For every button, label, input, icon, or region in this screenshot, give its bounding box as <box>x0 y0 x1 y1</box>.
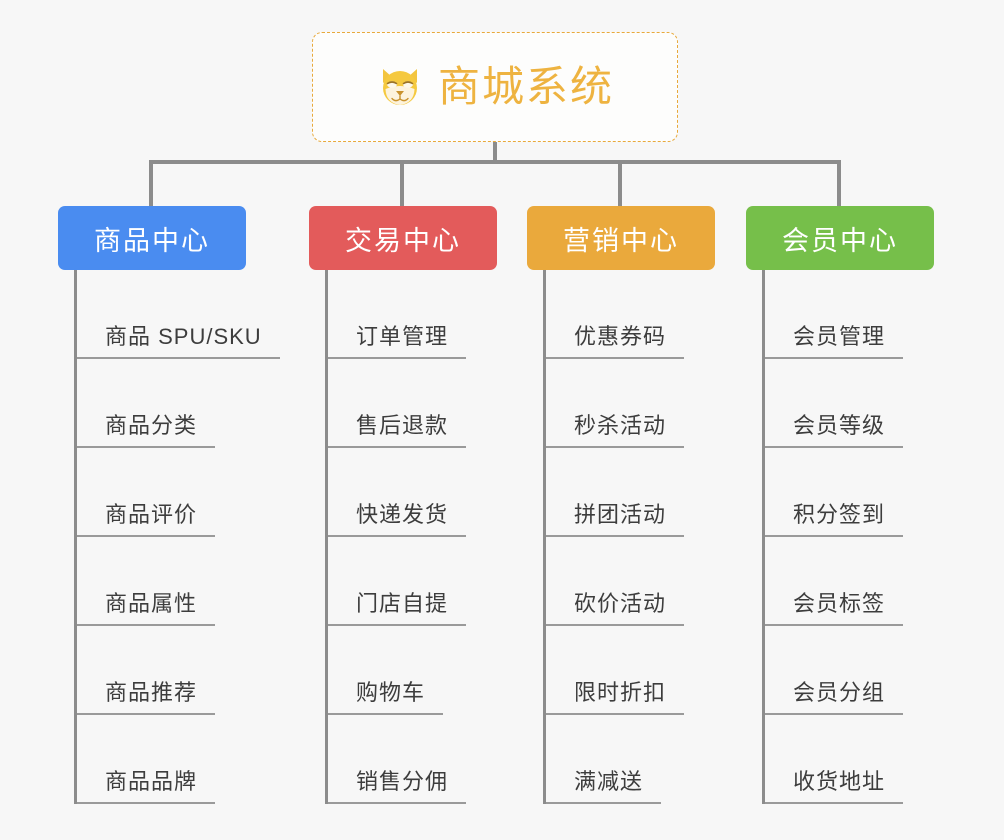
branch-title-1: 交易中心 <box>345 225 461 256</box>
sub-item-label: 秒杀活动 <box>546 415 685 448</box>
connector-drop-3 <box>837 160 841 206</box>
branch-column-0: 商品中心 商品 SPU/SKU 商品分类 商品评价 商品属性 商品推荐 商品品牌 <box>58 206 306 804</box>
list-item[interactable]: 会员标签 <box>765 537 994 626</box>
root-title: 商城系统 <box>437 63 614 110</box>
branch-items-2: 优惠券码 秒杀活动 拼团活动 砍价活动 限时折扣 满减送 <box>543 270 775 804</box>
sub-item-label: 商品评价 <box>77 504 216 537</box>
list-item[interactable]: 销售分佣 <box>328 715 557 804</box>
root-node[interactable]: 商城系统 <box>312 32 678 142</box>
sub-item-label: 订单管理 <box>328 326 467 359</box>
sub-item-label: 砍价活动 <box>546 593 685 626</box>
branch-title-0: 商品中心 <box>94 225 210 256</box>
list-item[interactable]: 商品分类 <box>77 359 306 448</box>
sub-item-label: 会员等级 <box>765 415 904 448</box>
list-item[interactable]: 售后退款 <box>328 359 557 448</box>
list-item[interactable]: 商品评价 <box>77 448 306 537</box>
dog-face-icon <box>376 63 424 111</box>
branch-items-0: 商品 SPU/SKU 商品分类 商品评价 商品属性 商品推荐 商品品牌 <box>74 270 306 804</box>
sub-item-label: 商品 SPU/SKU <box>77 326 280 359</box>
sub-item-label: 会员管理 <box>765 326 904 359</box>
branch-column-3: 会员中心 会员管理 会员等级 积分签到 会员标签 会员分组 收货地址 <box>746 206 994 804</box>
sub-item-label: 会员分组 <box>765 682 904 715</box>
sub-item-label: 门店自提 <box>328 593 467 626</box>
list-item[interactable]: 订单管理 <box>328 270 557 359</box>
branch-header-3[interactable]: 会员中心 <box>746 206 934 270</box>
list-item[interactable]: 商品 SPU/SKU <box>77 270 306 359</box>
list-item[interactable]: 门店自提 <box>328 537 557 626</box>
list-item[interactable]: 商品属性 <box>77 537 306 626</box>
branch-items-1: 订单管理 售后退款 快递发货 门店自提 购物车 销售分佣 <box>325 270 557 804</box>
branch-column-2: 营销中心 优惠券码 秒杀活动 拼团活动 砍价活动 限时折扣 满减送 <box>527 206 775 804</box>
branch-header-2[interactable]: 营销中心 <box>527 206 715 270</box>
connector-drop-2 <box>618 160 622 206</box>
list-item[interactable]: 优惠券码 <box>546 270 775 359</box>
list-item[interactable]: 会员分组 <box>765 626 994 715</box>
branch-items-3: 会员管理 会员等级 积分签到 会员标签 会员分组 收货地址 <box>762 270 994 804</box>
list-item[interactable]: 收货地址 <box>765 715 994 804</box>
list-item[interactable]: 满减送 <box>546 715 775 804</box>
sub-item-label: 会员标签 <box>765 593 904 626</box>
branch-title-3: 会员中心 <box>782 225 898 256</box>
sub-item-label: 商品属性 <box>77 593 216 626</box>
list-item[interactable]: 会员等级 <box>765 359 994 448</box>
list-item[interactable]: 积分签到 <box>765 448 994 537</box>
list-item[interactable]: 快递发货 <box>328 448 557 537</box>
branch-column-1: 交易中心 订单管理 售后退款 快递发货 门店自提 购物车 销售分佣 <box>309 206 557 804</box>
connector-drop-0 <box>149 160 153 206</box>
list-item[interactable]: 秒杀活动 <box>546 359 775 448</box>
sub-item-label: 限时折扣 <box>546 682 685 715</box>
branch-header-1[interactable]: 交易中心 <box>309 206 497 270</box>
list-item[interactable]: 购物车 <box>328 626 557 715</box>
sub-item-label: 收货地址 <box>765 771 904 804</box>
list-item[interactable]: 砍价活动 <box>546 537 775 626</box>
list-item[interactable]: 限时折扣 <box>546 626 775 715</box>
sub-item-label: 拼团活动 <box>546 504 685 537</box>
connector-trunk <box>493 142 497 164</box>
list-item[interactable]: 商品品牌 <box>77 715 306 804</box>
branch-title-2: 营销中心 <box>563 225 679 256</box>
list-item[interactable]: 拼团活动 <box>546 448 775 537</box>
sub-item-label: 优惠券码 <box>546 326 685 359</box>
sub-item-label: 商品分类 <box>77 415 216 448</box>
list-item[interactable]: 商品推荐 <box>77 626 306 715</box>
sub-item-label: 商品品牌 <box>77 771 216 804</box>
list-item[interactable]: 会员管理 <box>765 270 994 359</box>
connector-bus <box>149 160 841 164</box>
sub-item-label: 商品推荐 <box>77 682 216 715</box>
sub-item-label: 积分签到 <box>765 504 904 537</box>
sub-item-label: 销售分佣 <box>328 771 467 804</box>
sub-item-label: 购物车 <box>328 682 444 715</box>
sub-item-label: 满减送 <box>546 771 662 804</box>
sub-item-label: 快递发货 <box>328 504 467 537</box>
connector-drop-1 <box>400 160 404 206</box>
branch-header-0[interactable]: 商品中心 <box>58 206 246 270</box>
sub-item-label: 售后退款 <box>328 415 467 448</box>
